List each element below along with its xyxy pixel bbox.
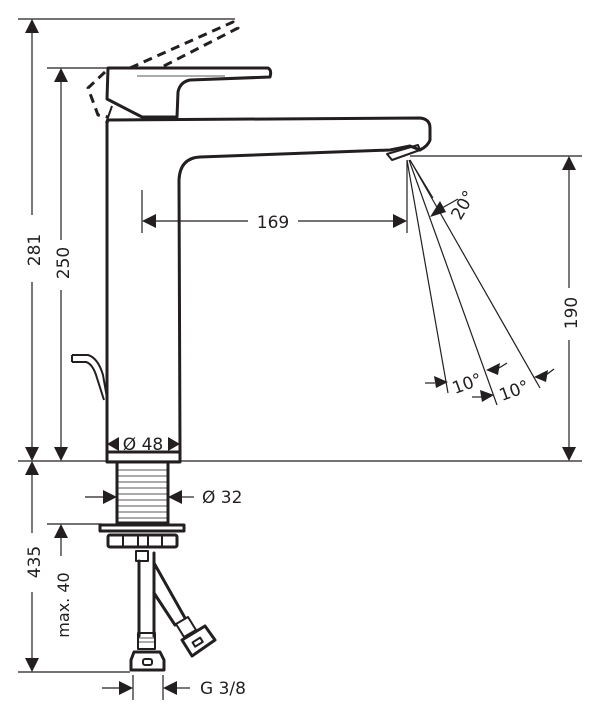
label-base-diameter: Ø 48: [123, 435, 163, 455]
dim-below-deck-length: [18, 461, 130, 673]
label-total-height: 281: [25, 234, 45, 266]
dim-max-deck-thickness: [47, 523, 102, 556]
dim-connection-thread: [102, 675, 190, 700]
dim-shank-diameter: [85, 490, 194, 504]
raised-handle-outline: [86, 20, 240, 119]
dim-body-height: [47, 67, 108, 461]
dim-total-height: [18, 18, 235, 461]
label-spray-angle-right: 10°: [497, 377, 532, 406]
threaded-shank: [115, 460, 170, 525]
dim-base-diameter: [107, 437, 180, 451]
lever-handle: [105, 66, 273, 124]
spray-angle-rays: [406, 159, 555, 406]
label-max-deck-thickness: max. 40: [54, 572, 73, 637]
dim-spout-height: [410, 155, 582, 461]
mounting-nut: [98, 523, 186, 562]
dim-spout-reach: [141, 160, 408, 233]
faucet-body: [105, 116, 432, 464]
label-spray-angle-left: 10°: [450, 370, 485, 399]
label-connection-thread: G 3/8: [200, 679, 246, 699]
label-body-height: 250: [54, 247, 74, 279]
drain-lever: [71, 354, 108, 401]
supply-hoses: [129, 551, 217, 672]
label-spout-reach: 169: [257, 213, 289, 233]
label-shank-diameter: Ø 32: [202, 488, 242, 508]
label-spray-angle: 20°: [447, 187, 479, 223]
label-below-deck-length: 435: [25, 546, 45, 578]
label-spout-height: 190: [562, 297, 582, 329]
